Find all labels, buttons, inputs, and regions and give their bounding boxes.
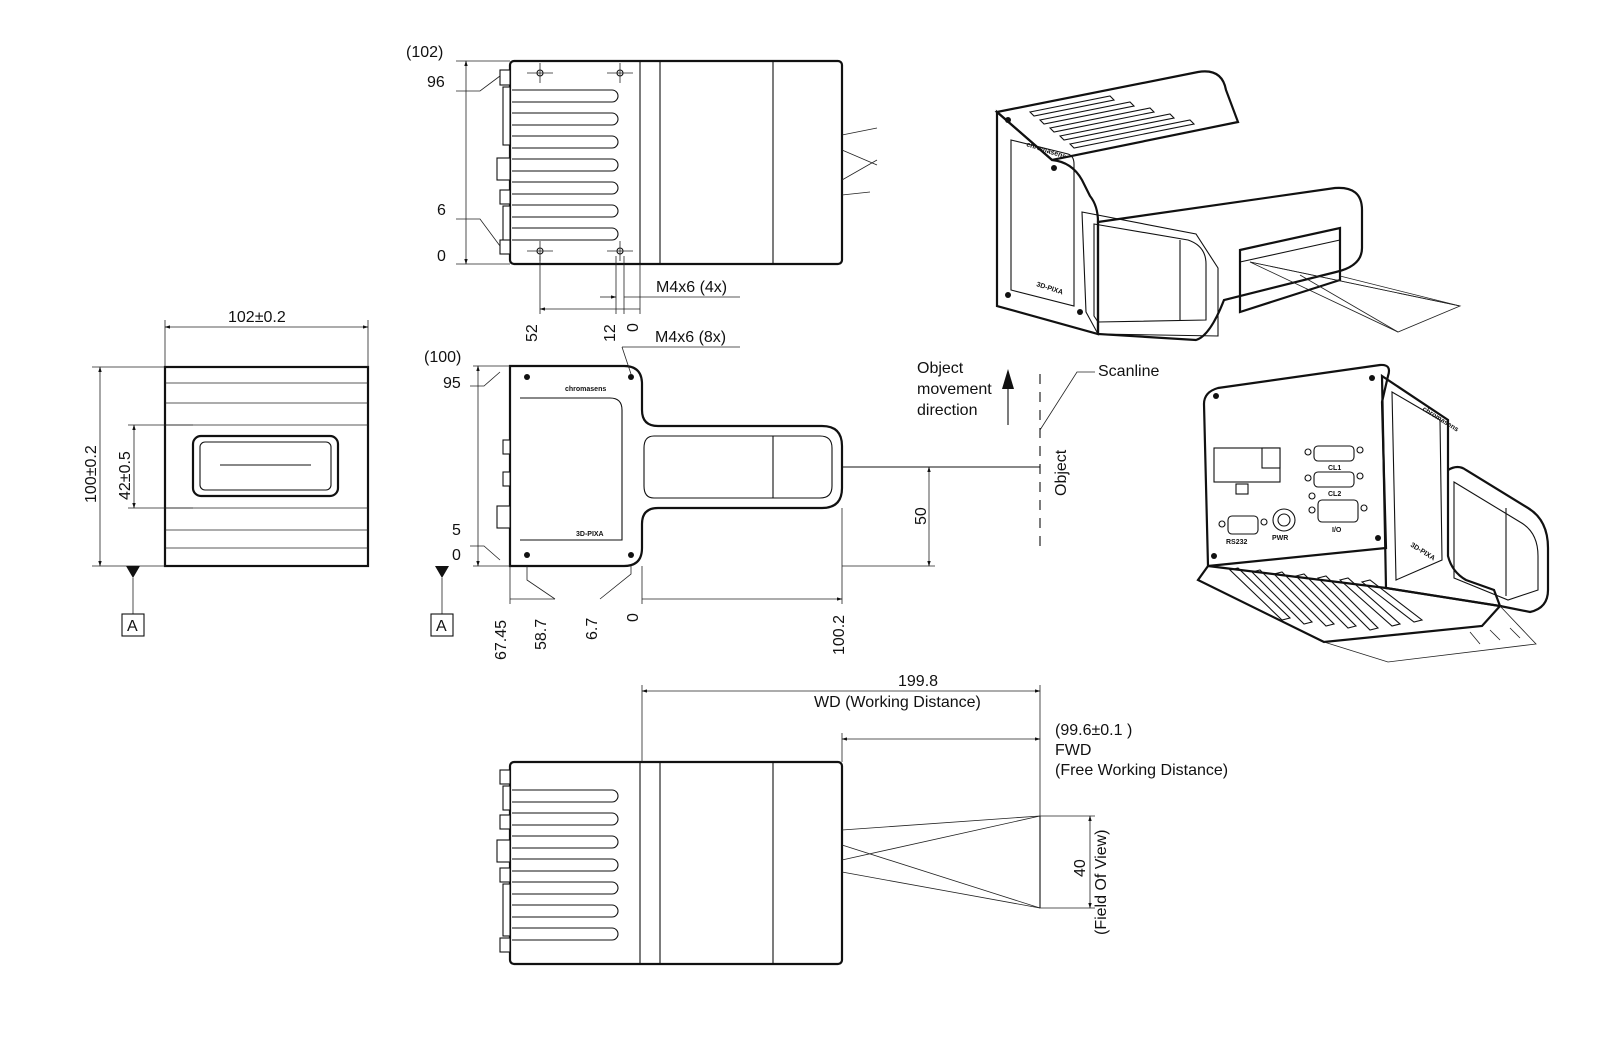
dim-96: 96 [427,74,445,91]
side-brand-mark: chromasens [565,386,606,393]
thread-note-8x: M4x6 (8x) [655,329,726,346]
scan-annotation: Object movement direction Scanline Objec… [917,360,1159,548]
front-view: 102±0.2 100±0.2 42±0.5 A [83,309,370,637]
movement-arrow-icon [1002,369,1014,389]
front-view-body [163,365,370,568]
bottom-view: 199.8 WD (Working Distance) (99.6±0.1 ) … [496,673,1228,966]
side-dim-58-7: 58.7 [533,619,550,650]
movement-label-2: movement [917,381,992,398]
iso-top-model-mark: 3D-PIXA [1035,281,1063,296]
mounting-holes [527,63,633,261]
side-dim-95: 95 [443,375,461,392]
dim-102-paren: (102) [406,44,443,61]
wd-label: WD (Working Distance) [814,694,981,711]
fwd-label-full: (Free Working Distance) [1055,762,1228,779]
dim-6: 6 [437,202,446,219]
side-datum-a: A [436,618,447,635]
port-pwr-label: PWR [1272,535,1288,542]
front-datum-a: A [127,618,138,635]
bottom-view-body [508,760,844,966]
iso-top-brand-mark: chromasens [1025,141,1066,160]
scanline-label: Scanline [1098,363,1159,380]
fwd-value: (99.6±0.1 ) [1055,722,1132,739]
movement-label-1: Object [917,360,964,377]
side-dim-0: 0 [452,547,461,564]
wd-value: 199.8 [898,673,938,690]
movement-label-3: direction [917,402,977,419]
iso-bottom-fins [1228,567,1424,631]
front-width-dim: 102±0.2 [228,309,286,326]
top-view-body [508,59,844,266]
iso-ports [1218,445,1368,535]
iso-top-fins [1028,95,1196,149]
top-view: (102) 96 6 0 M4x6 (4x) 52 12 0 [406,44,878,342]
iso-bottom-model-mark: 3D-PIXA [1409,542,1436,563]
fov-label: (Field Of View) [1093,829,1110,935]
isometric-view-bottom: CL1 CL2 RS232 PWR I/O chromasens 3D-PIXA [1196,363,1550,663]
front-height-dim: 100±0.2 [83,445,100,503]
object-label: Object [1053,449,1070,496]
side-dim-5: 5 [452,522,461,539]
isometric-view-top: chromasens 3D-PIXA [994,70,1462,342]
side-model-mark: 3D-PIXA [576,531,604,538]
dim-0-top-bottom: 0 [625,323,642,332]
front-window [191,434,340,498]
dim-0: 0 [437,248,446,265]
port-cl1-label: CL1 [1328,465,1341,472]
field-of-view-beams [841,815,1041,909]
side-dim-100-paren: (100) [424,349,461,366]
port-io-label: I/O [1332,527,1342,534]
front-window-dim: 42±0.5 [117,451,134,500]
side-view: chromasens 3D-PIXA (100) 95 5 0 M4x6 (8x… [424,329,1040,660]
thread-note-4x: M4x6 (4x) [656,279,727,296]
side-dim-50: 50 [913,507,930,525]
cooling-fins [512,89,619,241]
port-cl2-label: CL2 [1328,491,1341,498]
side-dim-6-7: 6.7 [584,618,601,640]
side-dim-0-bottom: 0 [625,613,642,622]
side-view-body [508,364,844,568]
side-dim-67-45: 67.45 [493,620,510,660]
fwd-label: FWD [1055,742,1091,759]
bottom-cooling-fins [512,789,619,941]
dim-12: 12 [602,324,619,342]
dim-52: 52 [524,324,541,342]
fov-value: 40 [1072,859,1089,877]
port-rs232-label: RS232 [1226,539,1248,546]
side-dim-100-2: 100.2 [831,615,848,655]
